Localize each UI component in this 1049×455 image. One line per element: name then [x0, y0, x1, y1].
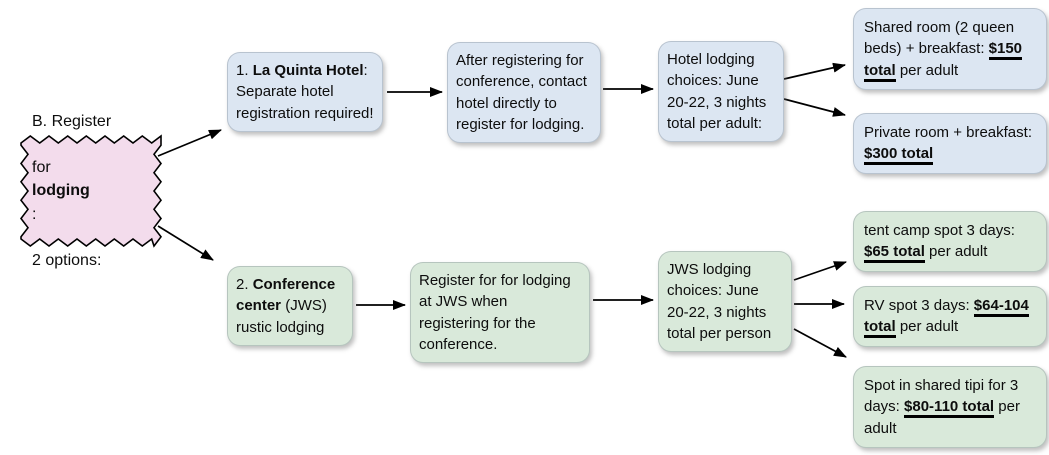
jws-step2-box: Register for for lodging at JWS when reg…	[410, 262, 590, 364]
arrow-hotel-to-shared-room	[783, 62, 846, 80]
arrow-root-to-hotel	[157, 129, 222, 157]
jws-option-tipi-box: Spot in shared tipi for 3 days: $80-110 …	[853, 366, 1047, 448]
hotel-option-shared-room-box: Shared room (2 queen beds) + breakfast: …	[853, 8, 1047, 90]
arrow-jws-to-tipi	[793, 328, 847, 358]
burst-border	[19, 134, 163, 248]
jws-step1-box: 2. Conference center (JWS) rustic lodgin…	[227, 266, 353, 346]
hotel-step1-box: 1. La Quinta Hotel: Separate hotel regis…	[227, 52, 383, 132]
hotel-option-private-room-box: Private room + breakfast: $300 total	[853, 113, 1047, 174]
arrow-jws-to-tent	[793, 261, 847, 281]
hotel-step2-box: After registering for conference, contac…	[447, 42, 601, 144]
arrow-root-to-jws	[157, 225, 214, 261]
arrow-hotel-to-private-room	[783, 98, 846, 117]
hotel-step3-box: Hotel lodging choices: June 20-22, 3 nig…	[658, 41, 784, 143]
jws-option-rv-box: RV spot 3 days: $64-104 total per adult	[853, 286, 1047, 347]
jws-step3-box: JWS lodging choices: June 20-22, 3 night…	[658, 251, 792, 353]
burst-border-shape	[19, 134, 163, 248]
jws-option-tent-box: tent camp spot 3 days: $65 total per adu…	[853, 211, 1047, 272]
